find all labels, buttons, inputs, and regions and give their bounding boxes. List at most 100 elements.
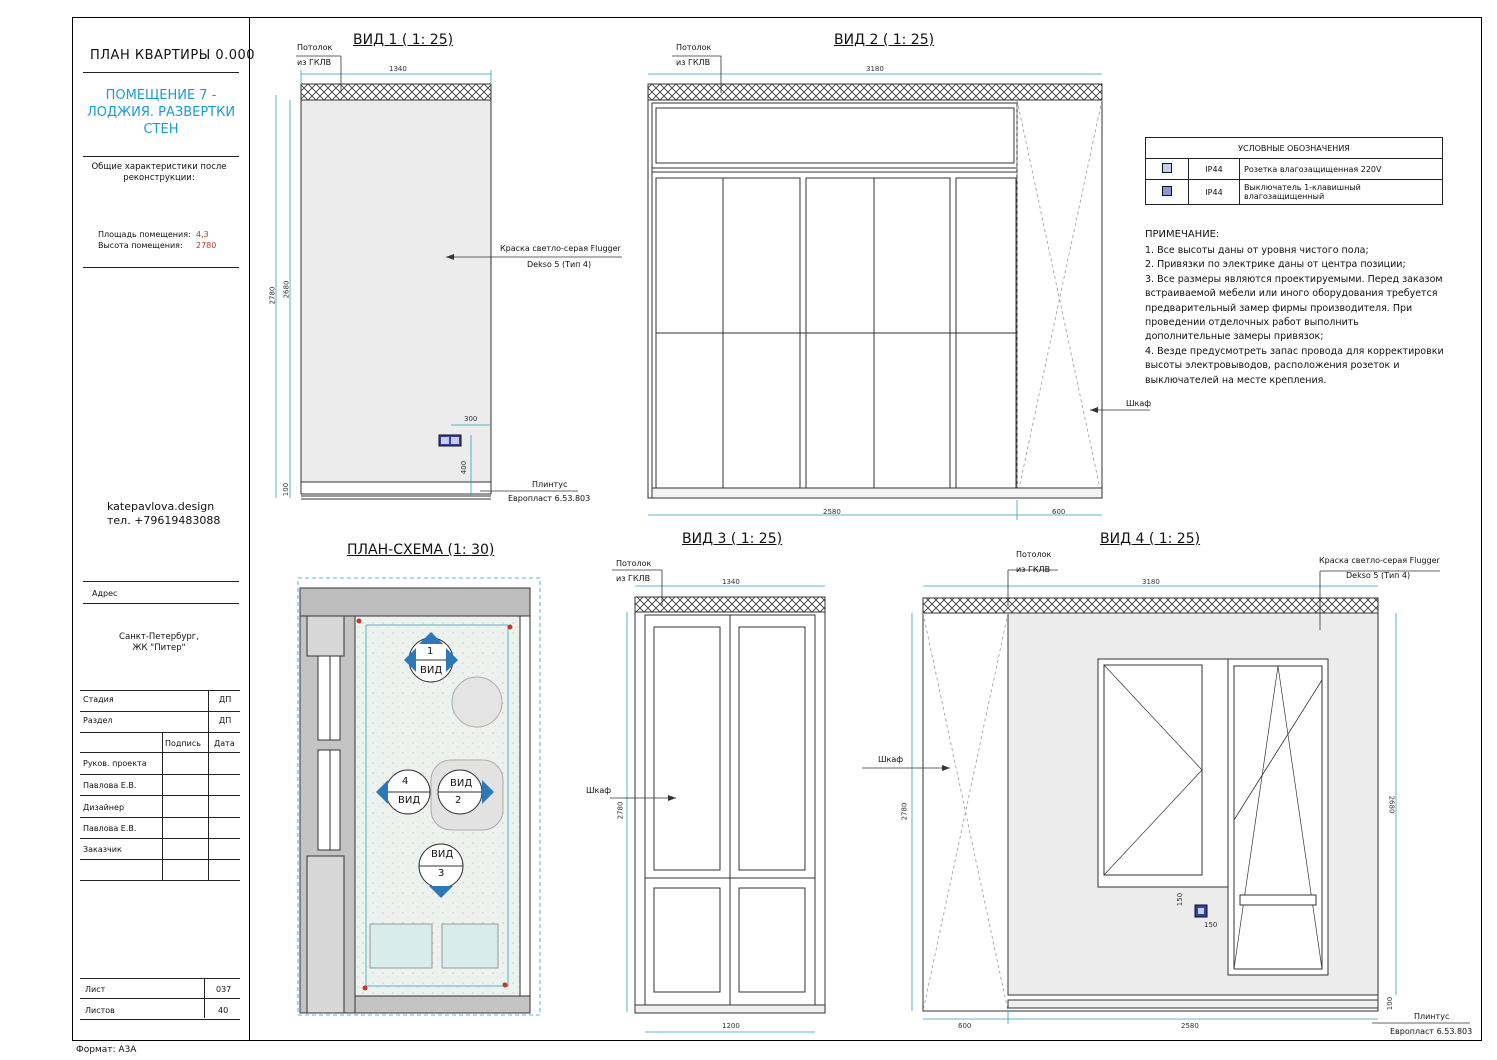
view1-h-inner: 2680	[282, 280, 291, 299]
height-value: 2780	[196, 241, 217, 250]
view1-d400: 400	[460, 460, 469, 475]
note-line: выключателей на месте крепления.	[1145, 374, 1327, 386]
view2-ceiling: Потолок	[676, 43, 712, 52]
stage-value: ДП	[219, 695, 232, 704]
view4-paint1: Краска светло-серая Flugger	[1319, 556, 1440, 565]
plan-v3-num: 3	[438, 868, 445, 879]
phone: тел. +79619483088	[107, 514, 221, 527]
view3-drawing	[610, 569, 826, 1033]
format-label: Формат: А3А	[76, 1045, 137, 1055]
sheet-value: 037	[216, 985, 232, 994]
view4-d150b: 150	[1204, 921, 1218, 929]
note-line: 2. Привязки по электрике даны от центра …	[1145, 259, 1406, 271]
role-1: Руков. проекта	[83, 759, 147, 768]
plan-v1-num: 1	[427, 646, 434, 657]
view4-height: 2780	[900, 802, 909, 821]
view1-width: 1340	[389, 65, 407, 73]
view2-title: ВИД 2 ( 1: 25)	[834, 32, 935, 48]
view4-ceiling2: из ГКЛВ	[1016, 565, 1051, 574]
view4-title: ВИД 4 ( 1: 25)	[1100, 531, 1201, 547]
view3-ceiling2: из ГКЛВ	[616, 574, 651, 583]
view4-cabinet: Шкаф	[878, 755, 904, 764]
view4-plinth2: Европласт 6.53.803	[1390, 1027, 1473, 1036]
view2-w-left: 2580	[823, 508, 841, 516]
height-label: Высота помещения:	[98, 241, 183, 250]
view2-width: 3180	[866, 65, 884, 73]
view4-paint2: Dekso 5 (Тип 4)	[1346, 571, 1411, 580]
view1-d300: 300	[464, 415, 478, 423]
characteristics-label: Общие характеристики после реконструкции…	[91, 162, 227, 183]
sheet-label: Лист	[85, 985, 106, 994]
legend-desc-1: Розетка влагозащищенная 220V	[1239, 158, 1443, 180]
view1-h-total: 2780	[268, 286, 277, 305]
stage-label: Стадия	[83, 695, 114, 704]
drawing-frame	[72, 17, 1482, 1041]
legend-title: УСЛОВНЫЕ ОБОЗНАЧЕНИЯ	[1145, 137, 1443, 159]
legend-code-1: IP44	[1188, 158, 1240, 180]
socket-icon	[1145, 158, 1189, 180]
view4-drawing	[862, 569, 1470, 1024]
view2-ceiling2: из ГКЛВ	[676, 58, 711, 67]
plan-v2-text: ВИД	[450, 778, 473, 789]
view3-title: ВИД 3 ( 1: 25)	[682, 531, 783, 547]
room-title: ПОМЕЩЕНИЕ 7 - ЛОДЖИЯ. РАЗВЕРТКИ СТЕН	[86, 88, 236, 137]
notes-list: 1. Все высоты даны от уровня чистого пол…	[1145, 244, 1444, 388]
view1-drawing	[275, 55, 622, 500]
view4-w-left: 600	[958, 1022, 972, 1030]
view3-width-bottom: 1200	[722, 1022, 740, 1030]
note-line: дополнительные замеры привязок;	[1145, 331, 1324, 343]
view2-cabinet: Шкаф	[1126, 399, 1152, 408]
note-line: 4. Везде предусмотреть запас провода для…	[1145, 345, 1444, 357]
plan-drawing	[297, 577, 541, 1016]
section-label: Раздел	[83, 716, 113, 725]
area-label: Площадь помещения:	[98, 230, 191, 239]
note-line: высоты электровыводов, расположения розе…	[1145, 360, 1400, 372]
plan-title: ПЛАН-СХЕМА (1: 30)	[347, 542, 495, 558]
role-5: Заказчик	[83, 845, 122, 854]
date-label: Дата	[214, 739, 235, 748]
view4-d150a: 150	[1176, 892, 1185, 907]
note-line: 3. Все размеры являются проектируемыми. …	[1145, 273, 1443, 285]
view4-plinth1: Плинтус	[1414, 1012, 1450, 1021]
address-label: Адрес	[92, 589, 118, 598]
view4-d100: 100	[1386, 996, 1395, 1011]
view4-h-inner: 2680	[1387, 795, 1396, 814]
view1-title: ВИД 1 ( 1: 25)	[353, 32, 454, 48]
view3-width: 1340	[722, 578, 740, 586]
note-line: встраиваемой мебели или иного оборудован…	[1145, 288, 1438, 300]
legend-desc-2: Выключатель 1-клавишный влагозащищенный	[1239, 179, 1443, 205]
address-line1: Санкт-Петербург,	[119, 632, 199, 642]
view1-paint2: Dekso 5 (Тип 4)	[527, 260, 592, 269]
view4-w-right: 2580	[1181, 1022, 1199, 1030]
view3-cabinet: Шкаф	[586, 786, 612, 795]
legend-code-2: IP44	[1188, 179, 1240, 205]
plan-v4-num: 4	[402, 776, 409, 787]
note-line: 1. Все высоты даны от уровня чистого пол…	[1145, 245, 1369, 256]
sheets-value: 40	[218, 1006, 229, 1015]
view4-width: 3180	[1142, 578, 1160, 586]
plan-v4-text: ВИД	[398, 795, 421, 806]
view1-plinth1: Плинтус	[532, 480, 568, 489]
view2-drawing	[647, 55, 1150, 520]
view1-ceiling: Потолок	[297, 43, 333, 52]
view1-d100: 100	[282, 482, 291, 497]
section-value: ДП	[219, 716, 232, 725]
note-line: предварительный замер фирмы производител…	[1145, 302, 1413, 314]
title-block	[72, 17, 250, 1041]
plan-v2-num: 2	[455, 795, 462, 806]
address-line2: ЖК "Питер"	[132, 643, 186, 653]
role-2: Павлова Е.В.	[83, 781, 137, 790]
view2-w-right: 600	[1052, 508, 1066, 516]
notes-title: ПРИМЕЧАНИЕ:	[1145, 229, 1220, 240]
view3-ceiling: Потолок	[616, 559, 652, 568]
signature-label: Подпись	[165, 739, 201, 748]
view1-ceiling2: из ГКЛВ	[297, 58, 332, 67]
legend-table: УСЛОВНЫЕ ОБОЗНАЧЕНИЯ IP44 Розетка влагоз…	[1145, 137, 1443, 205]
plan-v1-text: ВИД	[420, 665, 443, 676]
plan-title: ПЛАН КВАРТИРЫ 0.000	[90, 48, 256, 63]
switch-icon	[1145, 179, 1189, 205]
plan-v3-text: ВИД	[431, 849, 454, 860]
note-line: проведении отделочных работ выполнить	[1145, 317, 1359, 329]
sheets-label: Листов	[85, 1006, 115, 1015]
